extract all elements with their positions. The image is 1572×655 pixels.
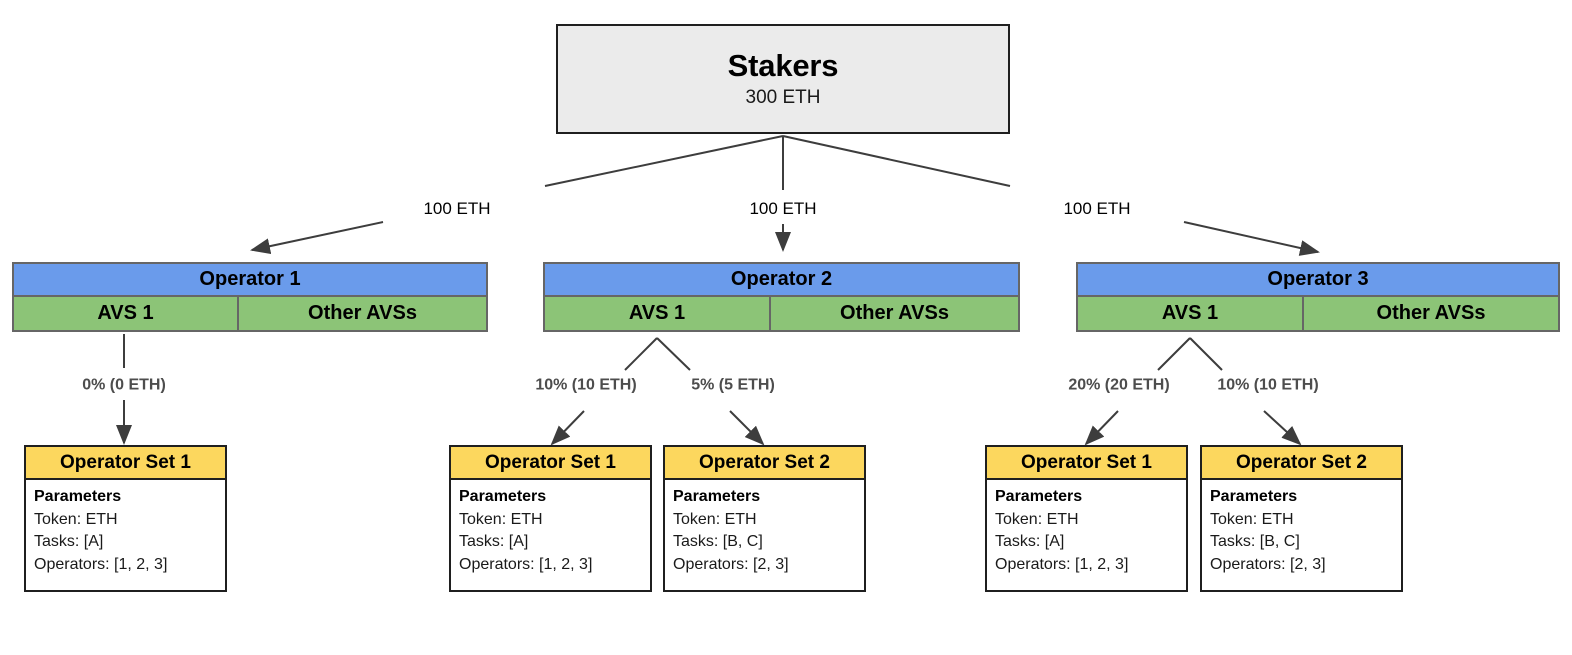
operator-2-other-avss-cell[interactable]: Other AVSs bbox=[771, 297, 1018, 330]
operator-set-1-1-operators: Operators: [1, 2, 3] bbox=[34, 556, 168, 574]
operator-set-3-2-title: Operator Set 2 bbox=[1202, 447, 1401, 480]
operator-1-other-avss-cell[interactable]: Other AVSs bbox=[239, 297, 486, 330]
operator-set-2-1-body: Parameters Token: ETH Tasks: [A] Operato… bbox=[451, 480, 650, 584]
stakers-amount: 300 ETH bbox=[745, 87, 821, 109]
operator-node-2[interactable]: Operator 2 AVS 1 Other AVSs bbox=[543, 262, 1020, 332]
allocation-label-operator-3-set-1: 20% (20 ETH) bbox=[1064, 374, 1174, 396]
operator-2-header: Operator 2 bbox=[545, 264, 1018, 297]
operator-set-2-2-params-label: Parameters bbox=[673, 488, 761, 505]
operator-set-2-1-params-label: Parameters bbox=[459, 488, 547, 505]
allocation-label-operator-2-set-2: 5% (5 ETH) bbox=[687, 374, 779, 396]
operator-set-3-1-operators: Operators: [1, 2, 3] bbox=[995, 556, 1129, 574]
operator-set-2-2-title: Operator Set 2 bbox=[665, 447, 864, 480]
operator-set-1-1-token: Token: ETH bbox=[34, 510, 118, 528]
operator-set-1-1-body: Parameters Token: ETH Tasks: [A] Operato… bbox=[26, 480, 225, 584]
stakers-node[interactable]: Stakers 300 ETH bbox=[556, 24, 1010, 134]
edge-label-stake-operator-2: 100 ETH bbox=[745, 197, 821, 221]
operator-set-1-1-params-label: Parameters bbox=[34, 488, 122, 505]
edge-label-stake-operator-3: 100 ETH bbox=[1059, 197, 1135, 221]
operator-set-3-2-body: Parameters Token: ETH Tasks: [B, C] Oper… bbox=[1202, 480, 1401, 584]
operator-set-3-2-params-label: Parameters bbox=[1210, 488, 1298, 505]
operator-set-3-1-title: Operator Set 1 bbox=[987, 447, 1186, 480]
operator-1-avs-row: AVS 1 Other AVSs bbox=[14, 297, 486, 330]
operator-set-3-1-token: Token: ETH bbox=[995, 510, 1079, 528]
allocation-label-operator-1-set-1: 0% (0 ETH) bbox=[78, 374, 170, 396]
operator-set-3-1-params-label: Parameters bbox=[995, 488, 1083, 505]
operator-set-node-1-1[interactable]: Operator Set 1 Parameters Token: ETH Tas… bbox=[24, 445, 227, 592]
operator-set-1-1-title: Operator Set 1 bbox=[26, 447, 225, 480]
edge-stakers-to-operator-1 bbox=[250, 135, 784, 255]
operator-set-node-2-1[interactable]: Operator Set 1 Parameters Token: ETH Tas… bbox=[449, 445, 652, 592]
operator-set-node-3-2[interactable]: Operator Set 2 Parameters Token: ETH Tas… bbox=[1200, 445, 1403, 592]
operator-set-2-1-token: Token: ETH bbox=[459, 510, 543, 528]
operator-3-avs-1-cell[interactable]: AVS 1 bbox=[1078, 297, 1304, 330]
operator-set-2-2-tasks: Tasks: [B, C] bbox=[673, 533, 763, 551]
operator-set-3-2-tasks: Tasks: [B, C] bbox=[1210, 533, 1300, 551]
operator-2-avs-1-cell[interactable]: AVS 1 bbox=[545, 297, 771, 330]
operator-set-2-1-tasks: Tasks: [A] bbox=[459, 533, 529, 551]
operator-set-node-3-1[interactable]: Operator Set 1 Parameters Token: ETH Tas… bbox=[985, 445, 1188, 592]
edge-stakers-to-operator-3 bbox=[782, 135, 1320, 256]
operator-1-avs-1-cell[interactable]: AVS 1 bbox=[14, 297, 239, 330]
operator-2-avs-row: AVS 1 Other AVSs bbox=[545, 297, 1018, 330]
operator-set-3-1-body: Parameters Token: ETH Tasks: [A] Operato… bbox=[987, 480, 1186, 584]
operator-set-3-2-token: Token: ETH bbox=[1210, 510, 1294, 528]
operator-node-3[interactable]: Operator 3 AVS 1 Other AVSs bbox=[1076, 262, 1560, 332]
operator-set-3-1-tasks: Tasks: [A] bbox=[995, 533, 1065, 551]
operator-set-2-2-body: Parameters Token: ETH Tasks: [B, C] Oper… bbox=[665, 480, 864, 584]
stakers-title: Stakers bbox=[727, 48, 839, 83]
operator-set-2-2-operators: Operators: [2, 3] bbox=[673, 556, 789, 574]
allocation-label-operator-2-set-1: 10% (10 ETH) bbox=[531, 374, 641, 396]
operator-3-header: Operator 3 bbox=[1078, 264, 1558, 297]
edge-label-stake-operator-1: 100 ETH bbox=[419, 197, 495, 221]
operator-3-other-avss-cell[interactable]: Other AVSs bbox=[1304, 297, 1558, 330]
operator-node-1[interactable]: Operator 1 AVS 1 Other AVSs bbox=[12, 262, 488, 332]
operator-set-node-2-2[interactable]: Operator Set 2 Parameters Token: ETH Tas… bbox=[663, 445, 866, 592]
allocation-label-operator-3-set-2: 10% (10 ETH) bbox=[1213, 374, 1323, 396]
operator-set-2-1-title: Operator Set 1 bbox=[451, 447, 650, 480]
operator-set-1-1-tasks: Tasks: [A] bbox=[34, 533, 104, 551]
operator-set-2-2-token: Token: ETH bbox=[673, 510, 757, 528]
operator-3-avs-row: AVS 1 Other AVSs bbox=[1078, 297, 1558, 330]
operator-set-3-2-operators: Operators: [2, 3] bbox=[1210, 556, 1326, 574]
operator-set-2-1-operators: Operators: [1, 2, 3] bbox=[459, 556, 593, 574]
operator-1-header: Operator 1 bbox=[14, 264, 486, 297]
